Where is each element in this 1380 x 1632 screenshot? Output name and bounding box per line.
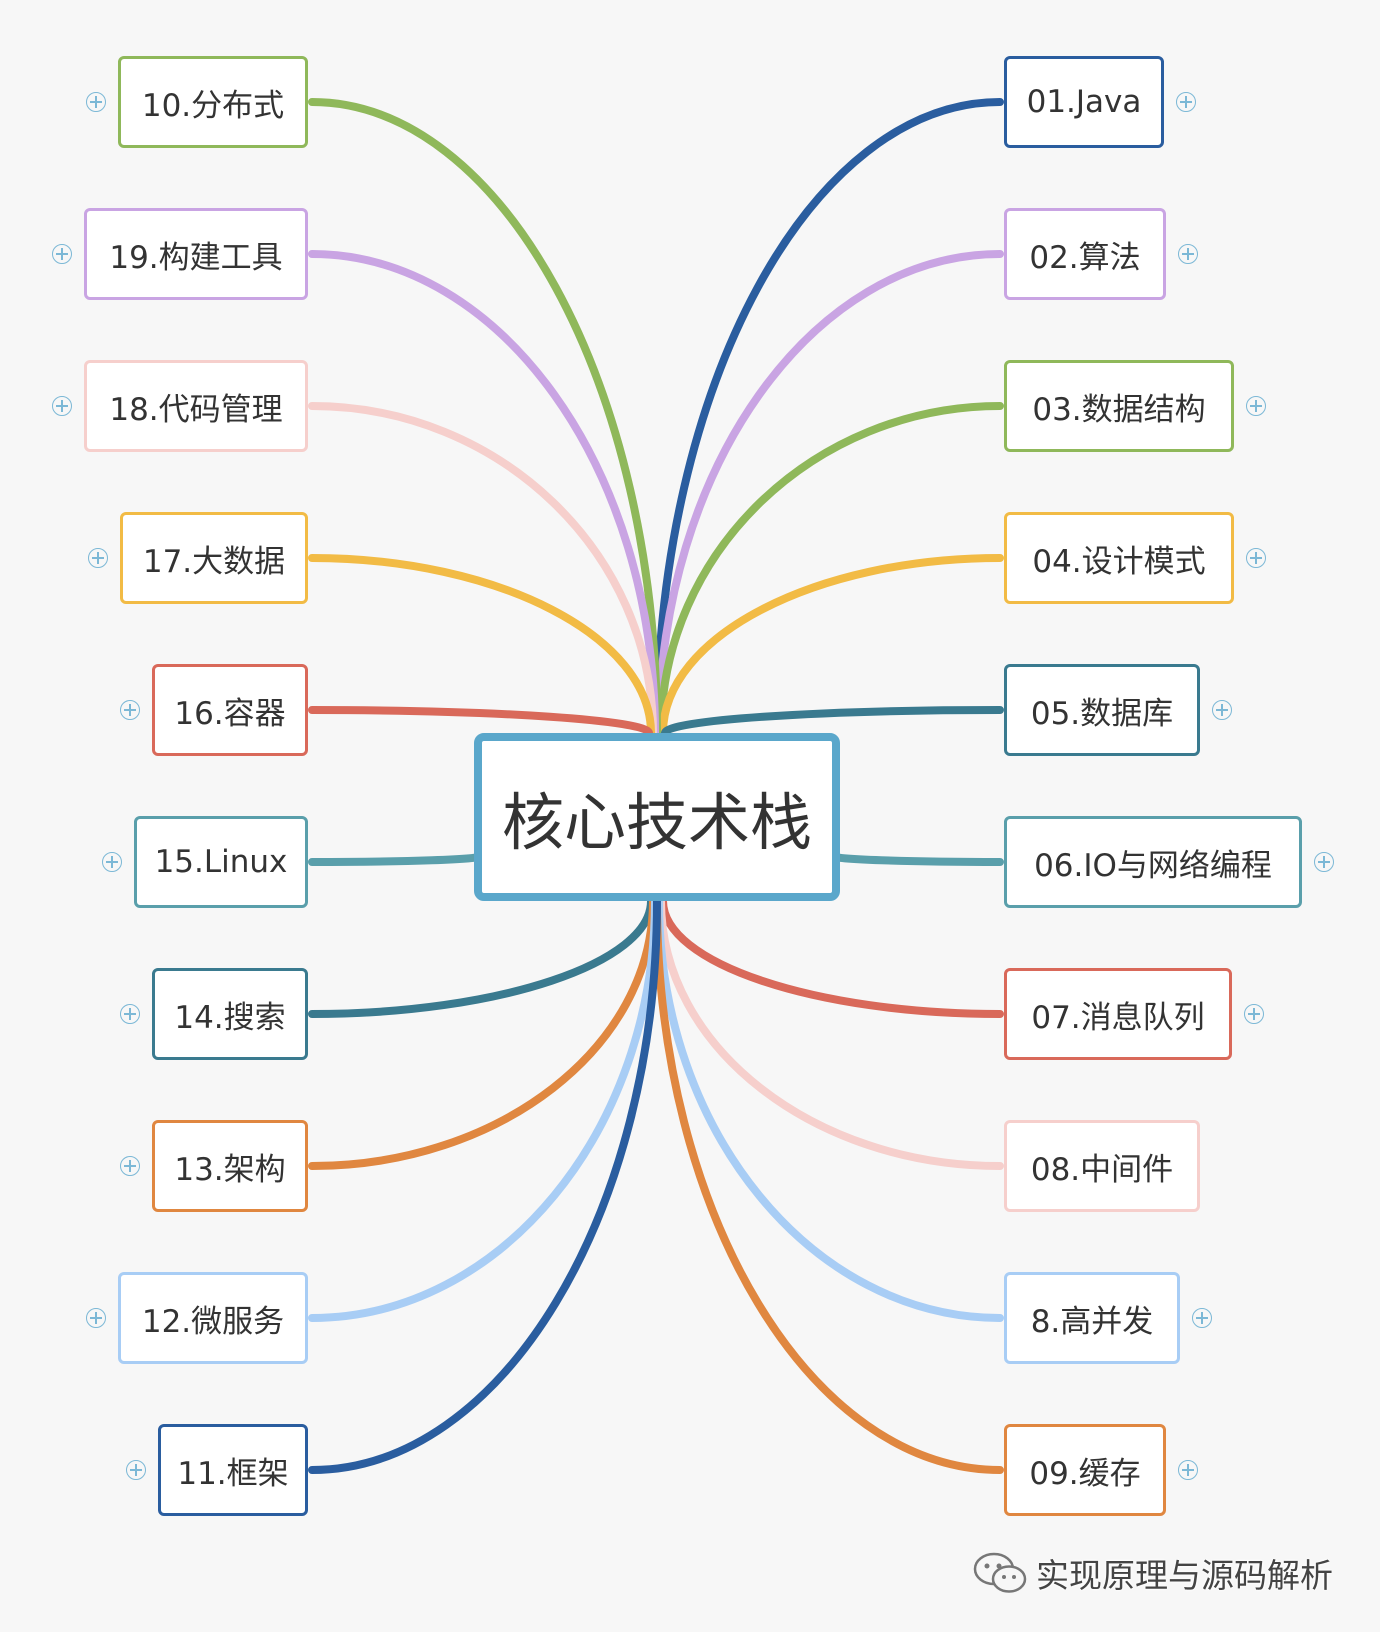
watermark: 实现原理与源码解析: [972, 1548, 1333, 1598]
left-topic-5[interactable]: 16.容器: [152, 664, 308, 756]
right-topic-5[interactable]: 05.数据库: [1004, 664, 1200, 756]
right-connector-6: [828, 852, 1004, 866]
right-topic-6[interactable]: 06.IO与网络编程: [1004, 816, 1302, 908]
left-connector-1: [308, 98, 661, 737]
wechat-icon: [973, 1552, 1027, 1593]
root-topic[interactable]: 核心技术栈: [474, 733, 840, 901]
right-connector-9: [655, 897, 1004, 1322]
expand-icon[interactable]: [1178, 244, 1198, 264]
expand-icon[interactable]: [126, 1460, 146, 1480]
right-topic-1[interactable]: 01.Java: [1004, 56, 1164, 148]
left-topic-1[interactable]: 10.分布式: [118, 56, 308, 148]
right-topic-8[interactable]: 08.中间件: [1004, 1120, 1200, 1212]
expand-icon[interactable]: [1192, 1308, 1212, 1328]
expand-icon[interactable]: [1212, 700, 1232, 720]
expand-icon[interactable]: [52, 244, 72, 264]
expand-icon[interactable]: [86, 92, 106, 112]
right-topic-3[interactable]: 03.数据结构: [1004, 360, 1234, 452]
right-topic-2[interactable]: 02.算法: [1004, 208, 1166, 300]
right-connector-7: [659, 897, 1004, 1018]
expand-icon[interactable]: [102, 852, 122, 872]
left-connector-6: [308, 852, 486, 866]
expand-icon[interactable]: [120, 1004, 140, 1024]
right-topic-7[interactable]: 07.消息队列: [1004, 968, 1232, 1060]
expand-icon[interactable]: [1246, 548, 1266, 568]
expand-icon[interactable]: [52, 396, 72, 416]
left-connector-8: [308, 897, 657, 1170]
expand-icon[interactable]: [88, 548, 108, 568]
right-topic-9[interactable]: 8.高并发: [1004, 1272, 1180, 1364]
left-connector-10: [308, 897, 661, 1474]
expand-icon[interactable]: [1246, 396, 1266, 416]
left-connector-4: [308, 554, 655, 737]
left-topic-8[interactable]: 13.架构: [152, 1120, 308, 1212]
expand-icon[interactable]: [120, 700, 140, 720]
right-connector-10: [653, 897, 1004, 1474]
right-connector-3: [657, 402, 1004, 737]
expand-icon[interactable]: [1176, 92, 1196, 112]
expand-icon[interactable]: [1244, 1004, 1264, 1024]
left-topic-4[interactable]: 17.大数据: [120, 512, 308, 604]
right-topic-10[interactable]: 09.缓存: [1004, 1424, 1166, 1516]
watermark-text: 实现原理与源码解析: [1036, 1556, 1333, 1595]
left-connector-5: [308, 706, 653, 737]
right-connector-8: [657, 897, 1004, 1170]
left-topic-7[interactable]: 14.搜索: [152, 968, 308, 1060]
right-connector-2: [655, 250, 1004, 737]
right-connector-5: [661, 706, 1004, 737]
expand-icon[interactable]: [1178, 1460, 1198, 1480]
right-connector-4: [659, 554, 1004, 737]
left-connector-2: [308, 250, 659, 737]
expand-icon[interactable]: [86, 1308, 106, 1328]
right-connector-1: [653, 98, 1004, 737]
right-topic-4[interactable]: 04.设计模式: [1004, 512, 1234, 604]
left-topic-2[interactable]: 19.构建工具: [84, 208, 308, 300]
left-topic-10[interactable]: 11.框架: [158, 1424, 308, 1516]
left-connector-7: [308, 897, 655, 1018]
left-topic-9[interactable]: 12.微服务: [118, 1272, 308, 1364]
expand-icon[interactable]: [120, 1156, 140, 1176]
left-topic-6[interactable]: 15.Linux: [134, 816, 308, 908]
left-connector-9: [308, 897, 659, 1322]
left-topic-3[interactable]: 18.代码管理: [84, 360, 308, 452]
left-connector-3: [308, 402, 657, 737]
expand-icon[interactable]: [1314, 852, 1334, 872]
